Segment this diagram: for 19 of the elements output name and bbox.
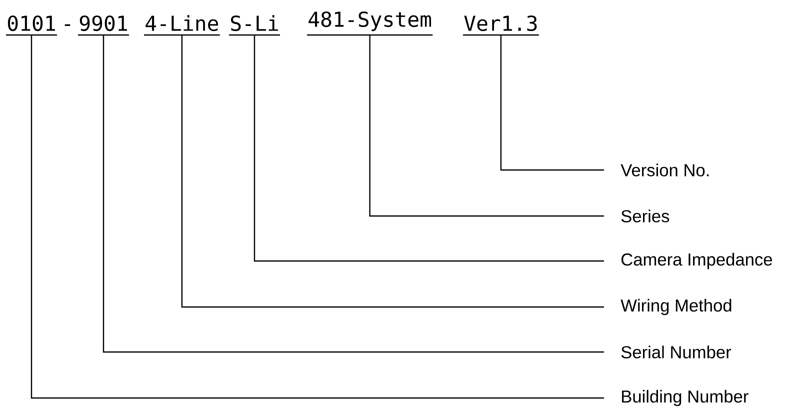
underlined-code: 4-Line <box>144 15 220 36</box>
leader-line <box>254 35 604 262</box>
field-label: Serial Number <box>621 346 732 358</box>
underlined-code: 0101 <box>6 15 57 36</box>
underlined-code: Ver1.3 <box>463 15 539 36</box>
field-label: Building Number <box>622 390 748 406</box>
field-label: Series <box>621 210 670 222</box>
leader-line <box>30 35 604 399</box>
leader-line <box>500 35 604 171</box>
underlined-code: 9901 <box>78 15 129 36</box>
separator-dash: - <box>64 24 70 26</box>
underlined-code: S-Li <box>229 15 280 36</box>
underlined-code: 481-System <box>307 11 433 36</box>
field-label: Wiring Method <box>620 298 732 316</box>
leader-line <box>369 35 604 217</box>
field-label: Version No. <box>620 164 709 176</box>
leader-line <box>102 35 604 353</box>
leader-line <box>181 35 604 308</box>
field-label: Camera Impedance <box>621 252 772 270</box>
